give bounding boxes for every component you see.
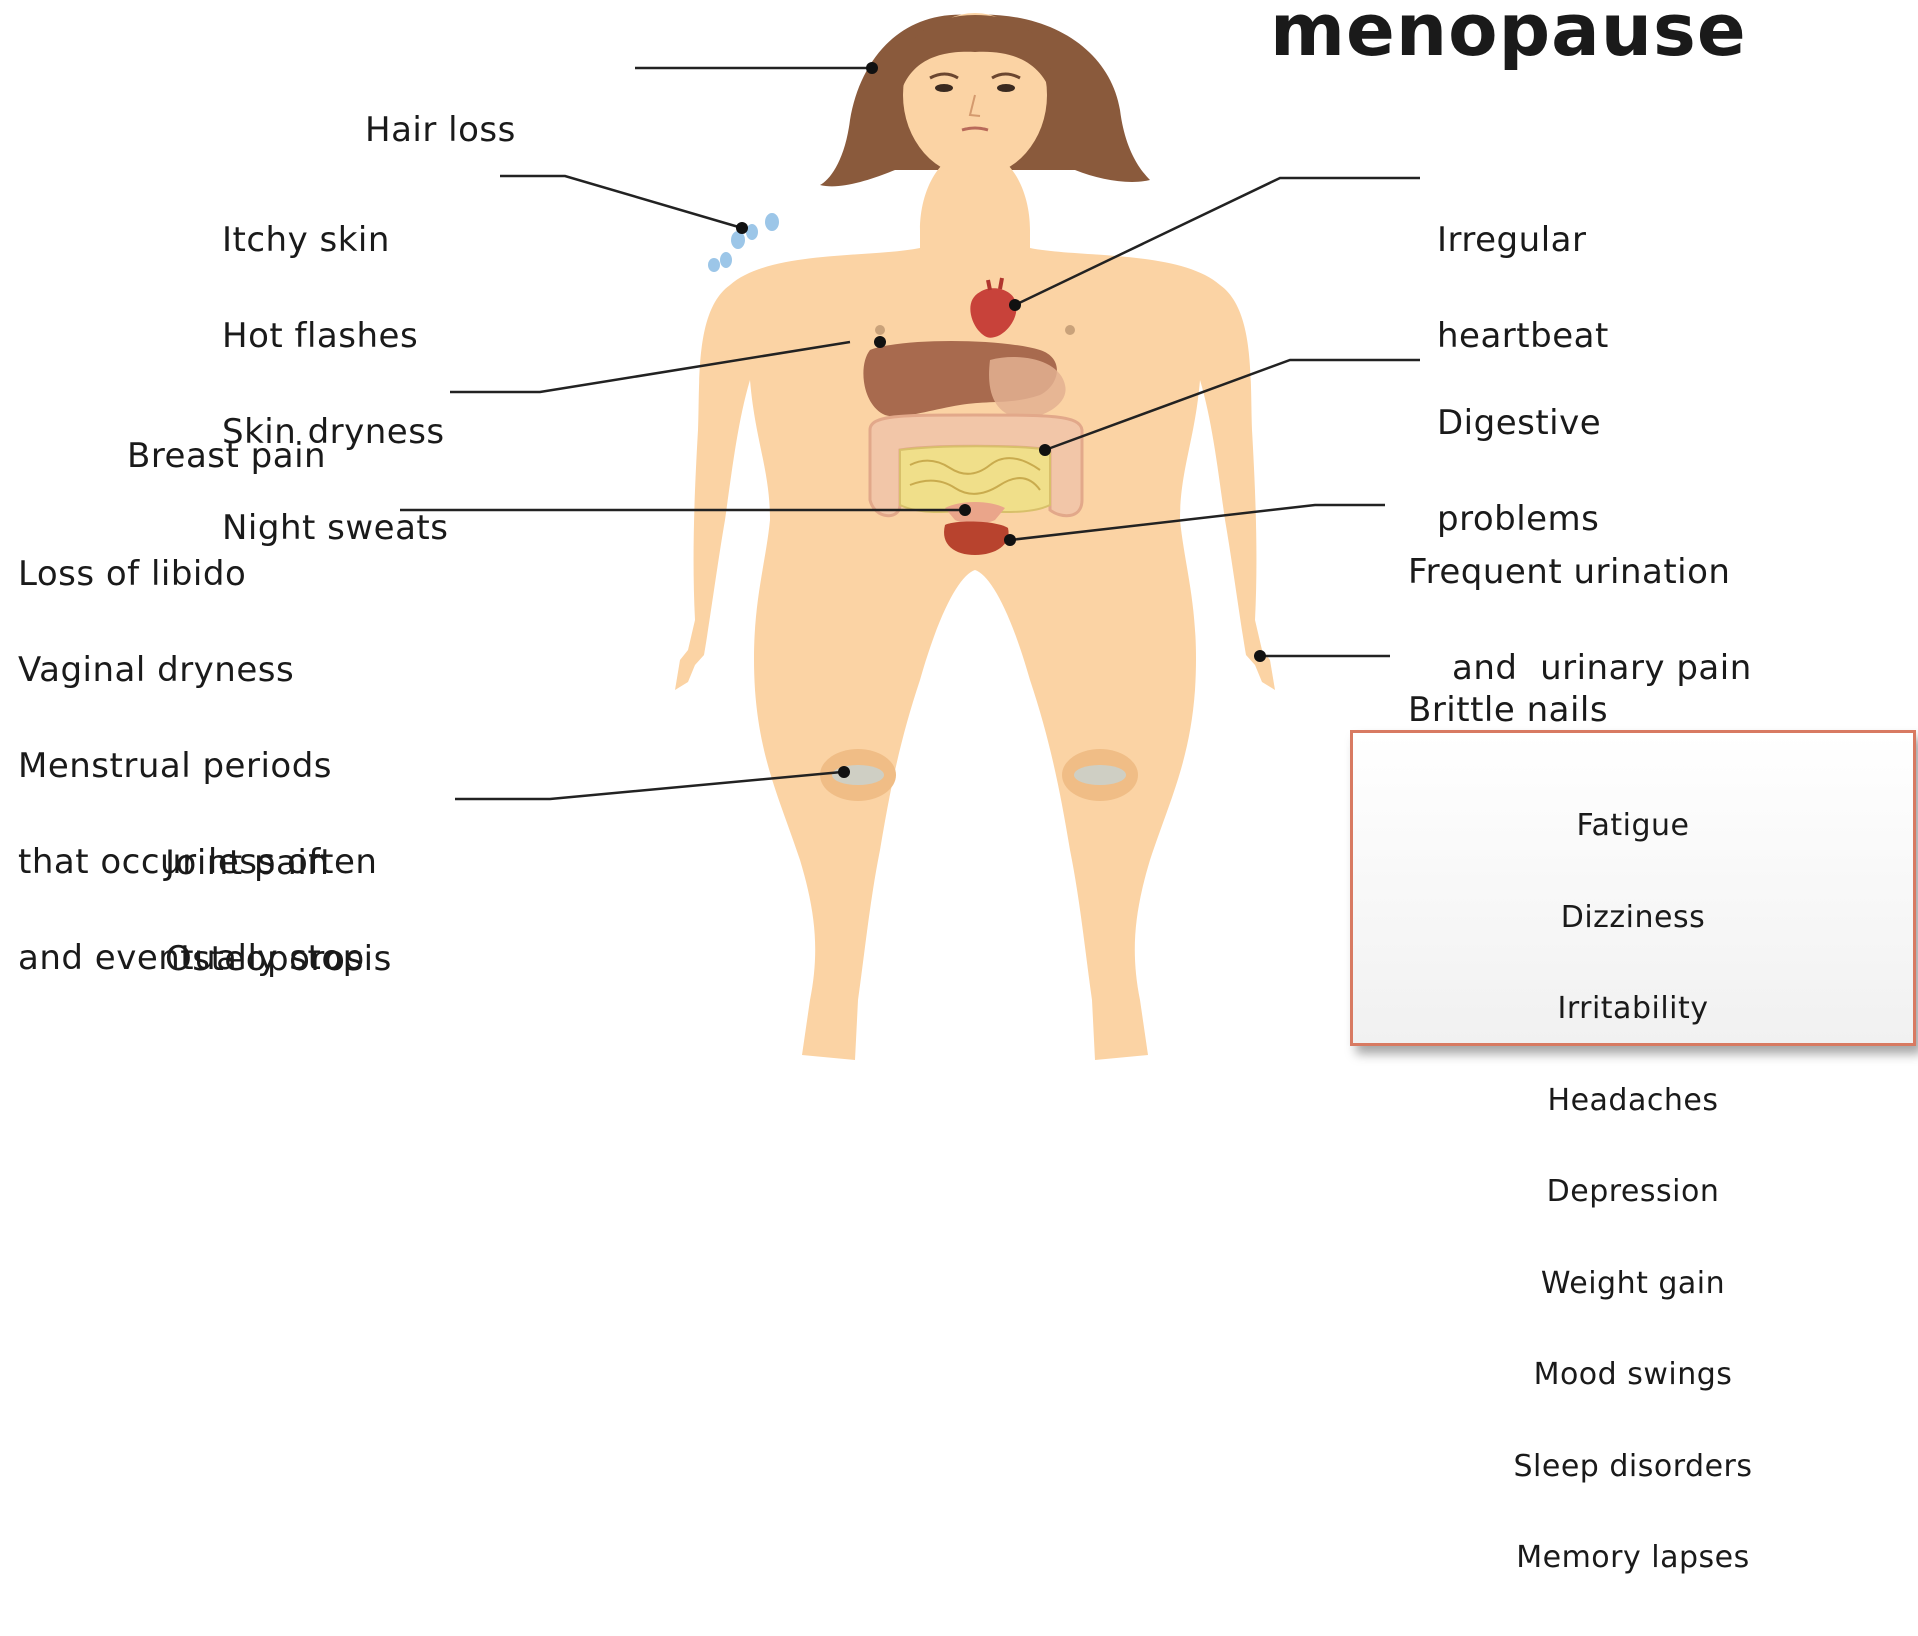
general-symptom: Memory lapses [1353,1543,1913,1574]
left-eye [935,84,953,92]
label-line: Breast pain [127,440,326,472]
label-line: Irregular [1437,224,1609,256]
body-silhouette [675,150,1275,1060]
knee-joints [820,749,1138,801]
label-line: Frequent urination [1408,556,1752,588]
leader-line-skin [500,176,742,228]
general-symptom: Dizziness [1353,903,1913,934]
label-line: Hair loss [365,114,516,146]
label-line: Vaginal dryness [18,654,377,686]
general-symptoms-list: Fatigue Dizziness Irritability Headaches… [1353,733,1913,1635]
label-line: Menstrual periods [18,750,377,782]
label-line: Joint pain [165,847,392,879]
label-line: Hot flashes [222,320,448,352]
general-symptom: Weight gain [1353,1269,1913,1300]
right-eye [997,84,1015,92]
label-line: Itchy skin [222,224,448,256]
label-joint-group: Joint pain Osteoporosis [165,783,392,1039]
label-line: Osteoporosis [165,943,392,975]
general-symptom: Headaches [1353,1086,1913,1117]
page-title: menopause [1270,0,1747,72]
label-line: Digestive [1437,407,1601,439]
general-symptom: Irritability [1353,994,1913,1025]
general-symptom: Depression [1353,1177,1913,1208]
general-symptom: Mood swings [1353,1360,1913,1391]
right-nipple [1065,325,1075,335]
label-line: Loss of libido [18,558,377,590]
label-line: Brittle nails [1408,694,1608,726]
left-nipple [875,325,885,335]
general-symptom: Fatigue [1353,811,1913,842]
menopause-symptoms-diagram: menopause Hair loss Itchy skin Hot flash… [0,0,1918,1075]
general-symptoms-box: Fatigue Dizziness Irritability Headaches… [1350,730,1916,1046]
general-symptom: Sleep disorders [1353,1452,1913,1483]
